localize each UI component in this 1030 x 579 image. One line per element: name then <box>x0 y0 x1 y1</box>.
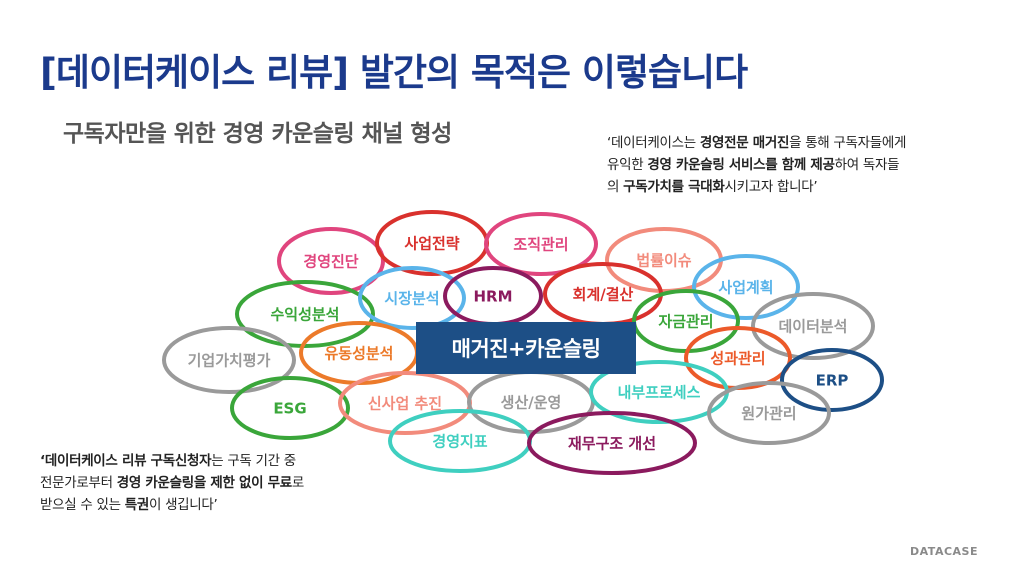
ring-cost-management-ellipse <box>707 381 831 445</box>
ring-hrm: HRM <box>443 266 543 326</box>
ring-profitability-label: 수익성분석 <box>270 306 339 324</box>
note-text: 을 통해 구독자들에게 <box>789 135 907 151</box>
ring-business-diagnosis-label: 경영진단 <box>303 253 358 271</box>
ring-erp-ellipse <box>780 348 884 412</box>
note-top-line-2: 유익한 경영 카운슬링 서비스를 함께 제공하여 독자들 <box>607 154 1007 176</box>
ring-market-analysis: 시장분석 <box>358 266 466 330</box>
note-bottom-line-3: 받으실 수 있는 특권이 생깁니다’ <box>40 494 400 516</box>
ring-esg: ESG <box>230 376 350 440</box>
ring-data-analysis-ellipse <box>751 292 875 360</box>
slide-subtitle: 구독자만을 위한 경영 카운슬링 채널 형성 <box>63 121 452 147</box>
ring-organization-label: 조직관리 <box>513 236 568 254</box>
note-bold: ‘데이터케이스 리뷰 구독신청자 <box>40 453 212 469</box>
ring-business-diagnosis: 경영진단 <box>277 227 385 295</box>
ring-legal-issues-label: 법률이슈 <box>636 252 691 270</box>
ring-profitability-ellipse <box>235 280 375 348</box>
ring-data-analysis-label: 데이터분석 <box>778 318 847 336</box>
ring-business-strategy: 사업전략 <box>375 210 489 276</box>
ring-data-analysis: 데이터분석 <box>751 292 875 360</box>
note-top-line-3: 의 구독가치를 극대화시키고자 합니다’ <box>607 176 1007 198</box>
ring-liquidity-label: 유동성분석 <box>324 345 393 363</box>
note-text: 이 생깁니다’ <box>148 497 218 513</box>
ring-accounting-label: 회계/결산 <box>573 286 634 304</box>
note-bold: 경영 카운슬링을 제한 없이 무료 <box>116 475 292 491</box>
ring-esg-ellipse <box>230 376 350 440</box>
center-label: 매거진+카운슬링 <box>416 322 636 374</box>
ring-valuation: 기업가치평가 <box>162 326 296 394</box>
note-text: 받으실 수 있는 <box>40 497 125 513</box>
ring-performance-label: 성과관리 <box>710 350 765 368</box>
ring-financial-restructure-ellipse <box>527 411 697 475</box>
note-bold: 특권 <box>124 497 150 513</box>
ring-performance: 성과관리 <box>684 326 792 390</box>
note-text: 는 구독 기간 중 <box>211 453 296 469</box>
ring-cost-management-label: 원가관리 <box>741 405 796 423</box>
ring-business-diagnosis-ellipse <box>277 227 385 295</box>
note-text: 전문가로부터 <box>40 475 117 491</box>
note-text: 유익한 <box>607 157 648 173</box>
ring-profitability: 수익성분석 <box>235 280 375 348</box>
note-bold: 구독가치를 극대화 <box>623 179 725 195</box>
ring-business-plan-ellipse <box>692 254 800 320</box>
ring-funding: 자금관리 <box>632 289 740 353</box>
ring-esg-label: ESG <box>273 400 306 418</box>
note-bold: 경영전문 매거진 <box>699 135 790 151</box>
note-text: 로 <box>291 475 305 491</box>
ring-production-label: 생산/운영 <box>501 394 562 412</box>
ring-legal-issues: 법률이슈 <box>605 227 723 293</box>
ring-organization: 조직관리 <box>484 212 598 276</box>
ring-financial-restructure: 재무구조 개선 <box>527 411 697 475</box>
note-top-line-1: ‘데이터케이스는 경영전문 매거진을 통해 구독자들에게 <box>607 132 1007 154</box>
ring-hrm-label: HRM <box>473 288 512 306</box>
note-bottom: ‘데이터케이스 리뷰 구독신청자는 구독 기간 중 전문가로부터 경영 카운슬링… <box>40 450 400 516</box>
ring-valuation-ellipse <box>162 326 296 394</box>
ring-erp-label: ERP <box>816 372 849 390</box>
brand-logo-text: DATACASE <box>910 545 978 558</box>
note-text: 시키고자 합니다’ <box>724 179 818 195</box>
ring-valuation-label: 기업가치평가 <box>188 352 271 370</box>
ring-cost-management: 원가관리 <box>707 381 831 445</box>
ring-erp: ERP <box>780 348 884 412</box>
note-text: 의 <box>607 179 624 195</box>
ring-business-metrics-label: 경영지표 <box>432 433 487 451</box>
note-bottom-line-2: 전문가로부터 경영 카운슬링을 제한 없이 무료로 <box>40 472 400 494</box>
ring-business-plan: 사업계획 <box>692 254 800 320</box>
ring-business-strategy-label: 사업전략 <box>404 235 459 253</box>
ring-organization-ellipse <box>484 212 598 276</box>
ring-business-plan-label: 사업계획 <box>718 279 773 297</box>
note-top: ‘데이터케이스는 경영전문 매거진을 통해 구독자들에게 유익한 경영 카운슬링… <box>607 132 1007 198</box>
note-text: ‘데이터케이스는 <box>607 135 700 151</box>
ring-market-analysis-ellipse <box>358 266 466 330</box>
note-bottom-line-1: ‘데이터케이스 리뷰 구독신청자는 구독 기간 중 <box>40 450 400 472</box>
ring-internal-process-label: 내부프로세스 <box>618 384 701 402</box>
ring-financial-restructure-label: 재무구조 개선 <box>568 435 656 453</box>
note-bold: 경영 카운슬링 서비스를 함께 제공 <box>647 157 835 173</box>
note-text: 하여 독자들 <box>834 157 900 173</box>
ring-funding-label: 자금관리 <box>658 313 713 331</box>
ring-new-business-label: 신사업 추진 <box>368 395 442 413</box>
ring-market-analysis-label: 시장분석 <box>384 290 439 308</box>
ring-accounting: 회계/결산 <box>543 262 663 326</box>
ring-production: 생산/운영 <box>467 370 595 434</box>
slide-title: [데이터케이스 리뷰] 발간의 목적은 이렇습니다 <box>40 51 748 94</box>
